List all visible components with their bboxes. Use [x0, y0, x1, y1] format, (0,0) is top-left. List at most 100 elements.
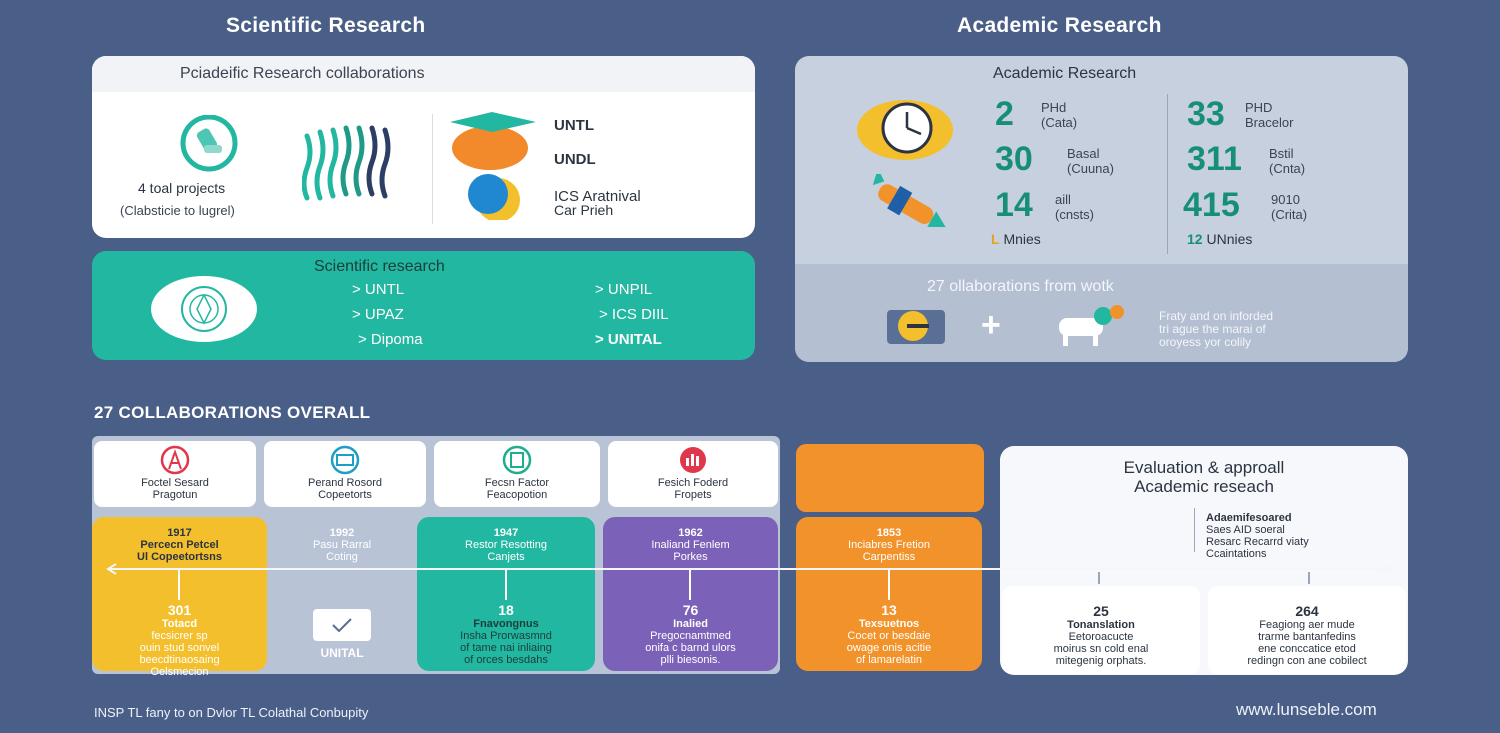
evaluation-box-2-line-3: ene conccatice etod [1258, 643, 1356, 655]
animal-icon [1051, 304, 1135, 348]
timeline-top-2-label: Perand Rosord Copeetorts [264, 477, 426, 501]
timeline-col-3-line-2: Canjets [487, 551, 525, 563]
evaluation-box-2: 264 Feagiong aer mude trarme bantanfedin… [1208, 586, 1406, 674]
evaluation-box-2-line-4: redingn con ane cobilect [1247, 655, 1367, 667]
footer-url[interactable]: www.lunseble.com [1236, 700, 1377, 719]
evaluation-box-2-content: 264 Feagiong aer mude trarme bantanfedin… [1208, 603, 1406, 668]
timeline-col-5-title: Texsuetnos [858, 618, 920, 630]
stat-phd2-top: PHD [1245, 100, 1273, 115]
stat-value-bstil: 311 [1187, 140, 1242, 178]
timeline-col-1-line-1: Percecn Petcel [140, 539, 219, 551]
timeline-top-5 [796, 444, 984, 512]
timeline-top-3-label: Fecsn Factor Feacopotion [434, 477, 600, 501]
timeline-top-1-label: Foctel Sesard Pragotun [94, 477, 256, 501]
stat-phd-bottom: (Cata) [1041, 115, 1078, 130]
timeline-col-2-label: UNITAL [320, 646, 364, 660]
timeline-top-4: Fesich Foderd Fropets [608, 441, 778, 507]
stat-value-phd-2: 33 [1187, 95, 1225, 133]
timeline-top-4-line-1: Fesich Foderd [657, 477, 729, 489]
evaluation-box-1-content: 25 Tonanslation Eetoroacucte moirus sn c… [1002, 604, 1200, 668]
overall-title: 27 COLLABORATIONS OVERALL [94, 403, 371, 422]
timeline-col-1-body-1: fecsicrer sp [151, 630, 208, 642]
collab-item-untl: UNTL [554, 117, 594, 134]
stat-value-aill: 14 [995, 186, 1033, 224]
timeline-col-4-num: 76 [682, 602, 699, 618]
stat-label-phd-2: PHD Bracelor [1245, 100, 1293, 130]
stat-label-bstil: Bstil (Cnta) [1269, 146, 1305, 176]
academic-description: Fraty and on inforded tri ague the marai… [1159, 310, 1273, 349]
timeline-col-1: 1917 Percecn Petcel Ul Copeetortsns 301 … [92, 517, 267, 678]
stat-footer-right: 12 UNnies [1187, 231, 1252, 247]
tower-icon [149, 445, 201, 475]
globe-icon [452, 174, 532, 222]
document-icon [491, 445, 543, 475]
timeline-col-1-num: 301 [167, 602, 192, 618]
timeline-top-1-line-1: Foctel Sesard [141, 477, 209, 489]
projects-sub: (Clabsticie to lugrel) [120, 203, 235, 218]
evaluation-card: Evaluation & approall Academic reseach A… [1000, 446, 1408, 675]
evaluation-title: Evaluation & approall Academic reseach [1000, 458, 1408, 496]
footer-text: INSP TL fany to on Dvlor TL Colathal Con… [94, 705, 369, 720]
arrow-right-icon [1380, 562, 1396, 576]
timeline-col-5-line-1: Inciabres Fretion [848, 539, 930, 551]
evaluation-box-1: 25 Tonanslation Eetoroacucte moirus sn c… [1002, 586, 1200, 674]
stat-basal-bottom: (Cuuna) [1067, 161, 1114, 176]
academic-desc-line-1: Fraty and on inforded [1159, 309, 1274, 323]
timeline-col-1-head: 1917 Percecn Petcel Ul Copeetortsns [92, 527, 267, 563]
timeline-top-3-line-1: Fecsn Factor [484, 477, 550, 489]
sci-item-unital: > UNITAL [595, 331, 662, 348]
monitor-icon [319, 445, 371, 475]
timeline-col-3-body-3: of orces besdahs [464, 654, 548, 666]
timeline-col-3-body-1: Insha Prorwasmnd [460, 630, 552, 642]
timeline-top-3-line-2: Feacopotion [486, 489, 548, 501]
stat-aill-bottom: (cnsts) [1055, 207, 1094, 222]
stat-footer-right-prefix: 12 [1187, 231, 1203, 247]
sci-list-right: > UNPIL > ICS DIIL > UNITAL [595, 281, 669, 356]
emblem-icon [151, 276, 257, 342]
wave-graphic-icon [301, 122, 402, 202]
collab-item-ics: ICS Aratnival [554, 188, 641, 205]
timeline-col-2-year: 1992 [329, 527, 355, 539]
timeline-col-1-body-3: beecdtinaosaing [139, 654, 220, 666]
scientific-research-title: Scientific research [314, 258, 445, 275]
timeline-col-5-num: 13 [881, 602, 897, 618]
timeline-col-3-body-2: of tame nai inliaing [460, 642, 552, 654]
evaluation-title-line-1: Evaluation & approall [1123, 458, 1285, 477]
stat-phd2-bottom: Bracelor [1245, 115, 1294, 130]
stat-9010-top: 9010 [1271, 192, 1300, 207]
timeline-col-4-body-2: onifa c barnd ulors [645, 642, 736, 654]
stat-aill-top: aill [1055, 192, 1071, 207]
microscope-icon [158, 114, 260, 217]
stat-9010-bottom: (Crita) [1271, 207, 1308, 222]
timeline-col-4-title: Inalied [673, 618, 708, 630]
evaluation-box-2-num: 264 [1295, 603, 1319, 619]
stat-bstil-top: Bstil [1269, 146, 1294, 161]
stat-label-basal: Basal (Cuuna) [1067, 146, 1114, 176]
stat-bstil-bottom: (Cnta) [1269, 161, 1306, 176]
collaborations-card-title: Pciadeific Research collaborations [180, 65, 425, 82]
timeline-col-3-body: 18 Fnavongnus Insha Prorwasmnd of tame n… [417, 602, 595, 667]
rocket-icon [857, 168, 957, 238]
stat-label-aill: aill (cnsts) [1055, 192, 1094, 222]
timeline-col-4-year: 1962 [678, 527, 703, 539]
evaluation-sub: Adaemifesoared Saes AID soeral Resarc Re… [1206, 512, 1309, 560]
academic-desc-line-2: tri ague the marai of [1159, 322, 1266, 336]
timeline-col-3-num: 18 [498, 602, 514, 618]
timeline-col-2: 1992 Pasu Rarral Coting UNITAL [268, 517, 416, 671]
timeline-top-4-line-2: Fropets [674, 489, 712, 501]
timeline-col-5-body-3: of lamarelatin [855, 654, 923, 666]
timeline-col-4-body-1: Pregocnamtmed [650, 630, 731, 642]
evaluation-box-1-title: Tonanslation [1067, 619, 1135, 631]
stat-basal-top: Basal [1067, 146, 1100, 161]
evaluation-box-2-line-1: Feagiong aer mude [1259, 619, 1355, 631]
check-icon [313, 609, 371, 641]
timeline-top-2: Perand Rosord Copeetorts [264, 441, 426, 507]
plus-sign: + [981, 306, 1001, 344]
timeline-col-2-head: 1992 Pasu Rarral Coting [268, 527, 416, 563]
chart-icon [667, 445, 719, 475]
timeline-top-1: Foctel Sesard Pragotun [94, 441, 256, 507]
coin-icon [883, 304, 955, 348]
timeline-col-1-body-4: Oelsmecion [150, 666, 209, 678]
stat-value-phd: 2 [995, 95, 1014, 133]
left-section-title: Scientific Research [226, 14, 426, 37]
